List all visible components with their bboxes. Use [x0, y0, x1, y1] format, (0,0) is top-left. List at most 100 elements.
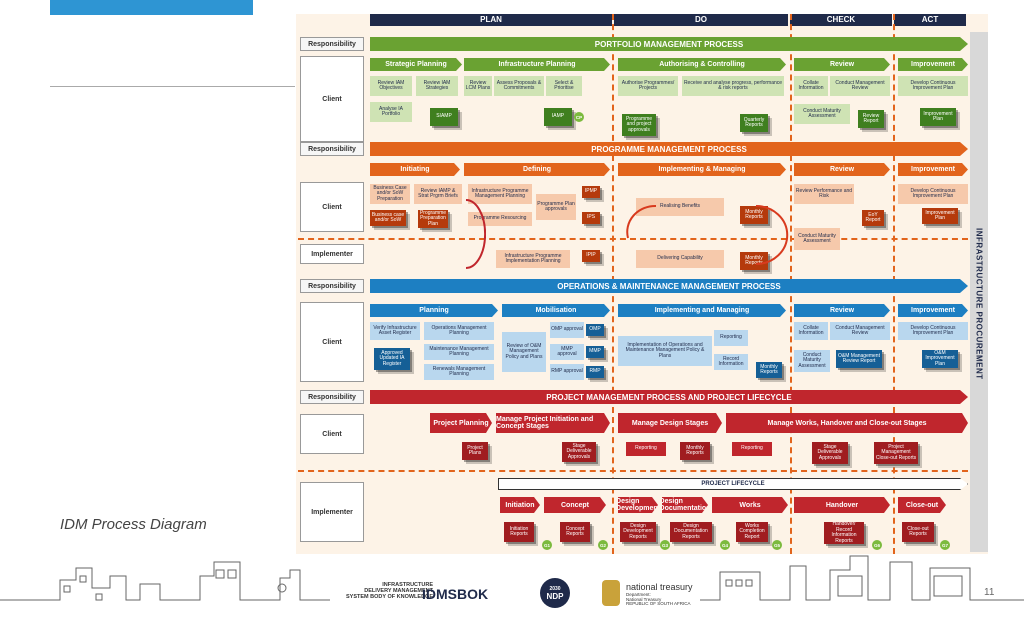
stage-design: Manage Design Stages	[618, 413, 722, 433]
process-box: Realising Benefits	[636, 198, 724, 216]
document: Improvement Plan	[920, 108, 956, 126]
stage-works-handover: Manage Works, Handover and Close-out Sta…	[726, 413, 968, 433]
stage-authorising: Authorising & Controlling	[618, 58, 786, 71]
phase-act: ACT	[894, 14, 966, 26]
stage-implementing: Implementing and Managing	[618, 304, 786, 317]
stage-planning: Planning	[370, 304, 498, 317]
process-box: Analyse IA Portfolio	[370, 102, 412, 122]
process-box: Business Case and/or SoW Preparation	[370, 184, 410, 204]
cp-badge: CP	[574, 112, 584, 122]
om-band: OPERATIONS & MAINTENANCE MANAGEMENT PROC…	[370, 279, 968, 293]
responsibility-label: Responsibility	[300, 279, 364, 293]
process-box: Receive and analyse progress, performanc…	[682, 76, 784, 96]
process-box: Maintenance Management Planning	[424, 344, 494, 360]
diagram-caption: IDM Process Diagram	[60, 516, 207, 533]
document: Project Management Close-out Reports	[874, 442, 918, 464]
stage-project-planning: Project Planning	[430, 413, 492, 433]
process-box: OMP approval	[550, 322, 584, 338]
document: MMP	[586, 346, 604, 358]
stage-report: Design Documentation Reports	[670, 522, 712, 542]
gate-badge: G4	[720, 540, 730, 550]
document: Business case and/or SoW	[370, 210, 406, 226]
document: IPMP	[582, 186, 600, 198]
process-box: Develop Continuous Improvement Plan	[898, 322, 968, 340]
document: SIAMP	[430, 108, 458, 126]
phase-plan: PLAN	[370, 14, 612, 26]
stage-strategic-planning: Strategic Planning	[370, 58, 462, 71]
process-box: Collate Information	[794, 76, 828, 96]
lifecycle-stage: Works	[712, 497, 788, 513]
divider-line	[50, 86, 295, 87]
process-box: Review IAM Objectives	[370, 76, 412, 96]
stage-mobilisation: Mobilisation	[502, 304, 610, 317]
document: O&M Improvement Plan	[922, 350, 958, 368]
process-box: Conduct Management Review	[830, 322, 890, 340]
stage-review: Review	[794, 304, 890, 317]
responsibility-label: Responsibility	[300, 37, 364, 51]
process-box: Conduct Maturity Assessment	[794, 104, 850, 124]
process-box: Review IAM Strategies	[416, 76, 458, 96]
stage-review: Review	[794, 163, 890, 176]
process-box: Record Information	[714, 354, 748, 370]
client-label: Client	[300, 56, 364, 142]
process-box: MMP approval	[550, 344, 584, 360]
process-box: Conduct Maturity Assessment	[794, 228, 840, 250]
process-box: Verify Infrastructure Asset Register	[370, 322, 420, 340]
implementer-label: Implementer	[300, 482, 364, 542]
benefits-cycle-arrows	[626, 204, 789, 265]
stage-infrastructure-planning: Infrastructure Planning	[464, 58, 610, 71]
stage-improvement: Improvement	[898, 304, 968, 317]
process-box: Select & Prioritise	[546, 76, 582, 96]
client-label: Client	[300, 414, 364, 454]
document: Stage Deliverable Approvals	[812, 442, 848, 464]
gate-badge: G1	[542, 540, 552, 550]
stage-defining: Defining	[464, 163, 610, 176]
document: Monthly Reports	[740, 252, 768, 270]
ndp-logo: 2030 NDP	[540, 578, 570, 608]
process-box: Delivering Capability	[636, 250, 724, 268]
stage-improvement: Improvement	[898, 58, 968, 71]
document: Monthly Reports	[680, 442, 710, 460]
client-label: Client	[300, 302, 364, 382]
document: RMP	[586, 366, 604, 378]
stage-report: Close-out Reports	[902, 522, 934, 542]
phase-do: DO	[614, 14, 788, 26]
process-box: Review IAMP & Strat Prgrm Briefs	[414, 184, 462, 204]
stage-report: Initiation Reports	[504, 522, 534, 542]
project-lifecycle-arrow: PROJECT LIFECYCLE	[498, 478, 968, 490]
implementer-label: Implementer	[300, 244, 364, 264]
defining-cycle-arrow	[465, 199, 486, 269]
stage-initiation-concept: Manage Project Initiation and Concept St…	[496, 413, 610, 433]
document: Programme and project approvals	[622, 114, 656, 136]
document: Programme Preparation Plan	[418, 210, 448, 228]
client-implementer-divider	[298, 238, 968, 240]
stage-report: Design Development Reports	[620, 522, 656, 542]
idms-tagline: INFRASTRUCTURE DELIVERY MANAGEMENT SYSTE…	[346, 582, 433, 600]
project-band: PROJECT MANAGEMENT PROCESS AND PROJECT L…	[370, 390, 968, 404]
document: EoY Report	[862, 210, 884, 226]
process-box: Collate Information	[794, 322, 828, 340]
process-box: Develop Continuous Improvement Plan	[898, 184, 968, 204]
coat-of-arms-icon	[602, 580, 620, 606]
responsibility-label: Responsibility	[300, 142, 364, 156]
process-box: Implementation of Operations and Mainten…	[618, 336, 712, 366]
lifecycle-stage: Initiation	[500, 497, 540, 513]
process-box: Renewals Management Planning	[424, 364, 494, 380]
process-box: Programme Plan approvals	[536, 194, 576, 220]
gate-badge: G2	[598, 540, 608, 550]
document: IPS	[582, 212, 600, 224]
process-box: Assess Proposals & Commitments	[494, 76, 544, 96]
lifecycle-stage: Design Documentation	[662, 498, 708, 512]
process-box: Review Performance and Risk	[794, 184, 854, 204]
lifecycle-stage: Concept	[544, 497, 606, 513]
process-box: Reporting	[714, 330, 748, 346]
lifecycle-stage: Close-out	[898, 497, 946, 513]
phase-check: CHECK	[790, 14, 892, 26]
idm-process-diagram: PLAN DO CHECK ACT INFRASTRUCTURE PROCURE…	[296, 14, 988, 554]
process-box: Operations Management Planning	[424, 322, 494, 340]
document: Quarterly Reports	[740, 114, 768, 132]
responsibility-label: Responsibility	[300, 390, 364, 404]
document: IPIP	[582, 250, 600, 262]
document: Review Report	[858, 110, 884, 128]
